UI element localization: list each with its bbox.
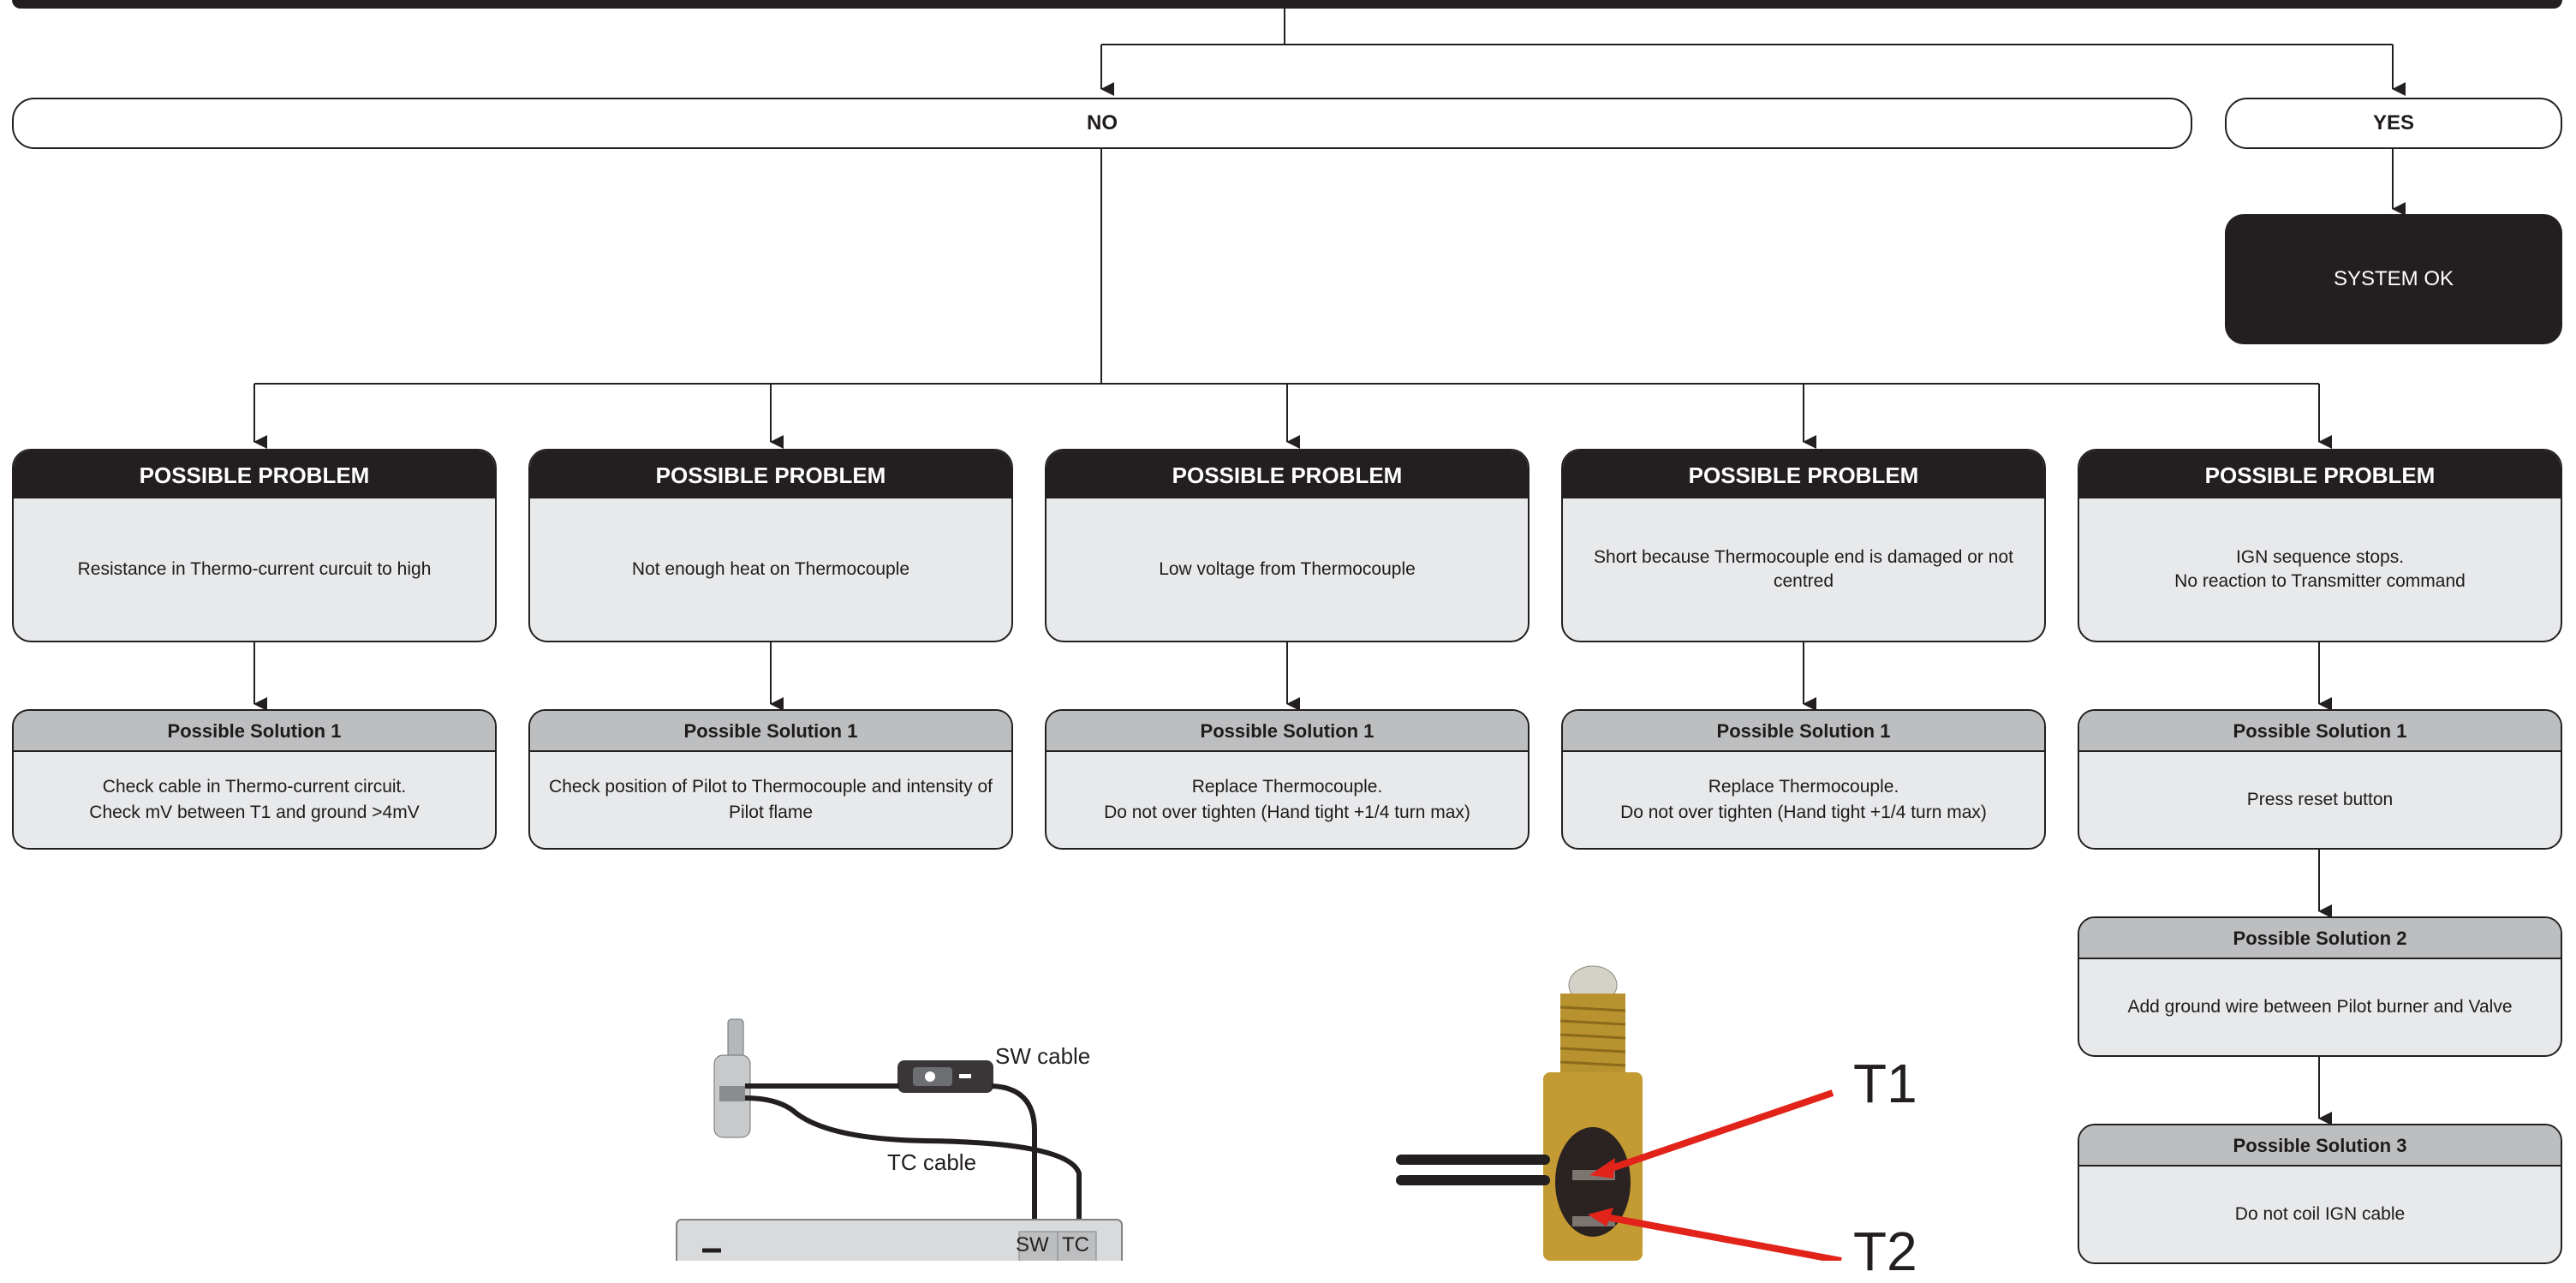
solution-text: Check cable in Thermo-current circuit. C… (89, 777, 420, 822)
problem-card-1: POSSIBLE PROBLEM Resistance in Thermo-cu… (12, 449, 497, 642)
t2-label: T2 (1853, 1220, 1917, 1282)
solution-box-4: Possible Solution 1 Replace Thermocouple… (1561, 709, 2046, 850)
solution-text: Do not coil IGN cable (2234, 1204, 2406, 1224)
sw-tag: SW (1016, 1233, 1049, 1256)
no-branch-box: NO (12, 98, 2192, 149)
solution-header: Possible Solution 2 (2079, 918, 2561, 959)
top-banner-bar (12, 0, 2562, 9)
problem-text: IGN sequence stops. No reaction to Trans… (2174, 547, 2466, 591)
yes-branch-box: YES (2225, 98, 2562, 149)
problem-card-5: POSSIBLE PROBLEM IGN sequence stops. No … (2078, 449, 2562, 642)
solution-text: Replace Thermocouple. Do not over tighte… (1104, 777, 1470, 822)
solution-box-5b: Possible Solution 2 Add ground wire betw… (2078, 916, 2562, 1057)
problem-card-2: POSSIBLE PROBLEM Not enough heat on Ther… (528, 449, 1013, 642)
problem-text: Low voltage from Thermocouple (1159, 559, 1416, 579)
problem-card-3: POSSIBLE PROBLEM Low voltage from Thermo… (1045, 449, 1530, 642)
tc-cable-label: TC cable (887, 1149, 977, 1175)
problem-text: Short because Thermocouple end is damage… (1594, 547, 2013, 591)
tc-tag: TC (1062, 1233, 1089, 1256)
solution-box-5: Possible Solution 1 Press reset button (2078, 709, 2562, 850)
problem-header: POSSIBLE PROBLEM (530, 451, 1011, 498)
thermocouple-terminal-illustration (1396, 965, 1842, 1261)
solution-header: Possible Solution 1 (1046, 711, 1528, 752)
solution-text: Check position of Pilot to Thermocouple … (549, 777, 993, 822)
switch-icon (897, 1060, 993, 1093)
solution-box-5c: Possible Solution 3 Do not coil IGN cabl… (2078, 1124, 2562, 1264)
solution-header: Possible Solution 1 (2079, 711, 2561, 752)
yes-label: YES (2372, 111, 2415, 134)
wiring-illustration (676, 1018, 1123, 1261)
problem-header: POSSIBLE PROBLEM (2079, 451, 2561, 498)
solution-text: Add ground wire between Pilot burner and… (2127, 997, 2513, 1017)
thermocouple-fitting-icon (713, 1018, 751, 1138)
sw-cable-label: SW cable (995, 1043, 1091, 1069)
solution-header: Possible Solution 1 (1563, 711, 2044, 752)
problem-header: POSSIBLE PROBLEM (1563, 451, 2044, 498)
problem-header: POSSIBLE PROBLEM (1046, 451, 1528, 498)
solution-header: Possible Solution 1 (530, 711, 1011, 752)
problem-text: Not enough heat on Thermocouple (631, 559, 910, 579)
t1-label: T1 (1853, 1053, 1917, 1114)
solution-header: Possible Solution 3 (2079, 1125, 2561, 1167)
solution-box-3: Possible Solution 1 Replace Thermocouple… (1045, 709, 1530, 850)
solution-text: Replace Thermocouple. Do not over tighte… (1620, 777, 1987, 822)
system-ok-label: SYSTEM OK (2333, 267, 2454, 290)
solution-text: Press reset button (2246, 790, 2394, 809)
problem-header: POSSIBLE PROBLEM (14, 451, 495, 498)
solution-header: Possible Solution 1 (14, 711, 495, 752)
problem-card-4: POSSIBLE PROBLEM Short because Thermocou… (1561, 449, 2046, 642)
no-label: NO (1087, 111, 1118, 134)
solution-box-1: Possible Solution 1 Check cable in Therm… (12, 709, 497, 850)
problem-text: Resistance in Thermo-current curcuit to … (77, 559, 432, 579)
system-ok-box: SYSTEM OK (2225, 214, 2562, 344)
solution-box-2: Possible Solution 1 Check position of Pi… (528, 709, 1013, 850)
